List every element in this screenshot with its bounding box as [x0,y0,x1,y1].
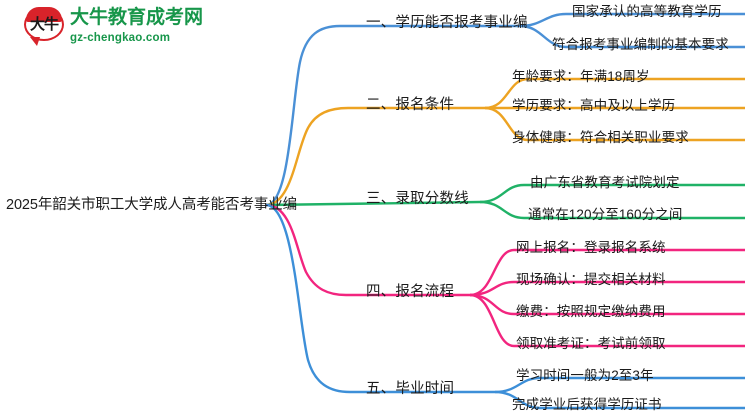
logo-cap-shape [26,7,62,22]
branch-4-fork-4 [469,293,745,348]
branch-connector-4 [265,203,745,348]
branch-label-5: 五、毕业时间 [366,381,455,397]
leaf-label-4-1: 网上报名：登录报名系统 [516,240,666,255]
branch-1-spine [265,24,520,207]
leaf-label-5-2: 完成学业后获得学历证书 [512,397,662,412]
branch-2-fork-3 [484,106,745,142]
logo-site-url: gz-chengkao.com [70,32,171,44]
logo-tail-shape [30,37,40,46]
site-logo: 大牛 大牛教育成考网 gz-chengkao.com [22,6,203,52]
branch-connector-2 [265,77,745,207]
branch-1-fork-bottom [519,24,745,49]
leaf-label-2-1: 年龄要求：年满18周岁 [512,69,650,84]
branch-label-4: 四、报名流程 [366,284,455,300]
branch-connector-5 [265,203,745,410]
branch-connector-1 [265,12,745,207]
leaf-label-4-4: 领取准考证：考试前领取 [516,336,666,351]
branch-label-2: 二、报名条件 [366,97,455,113]
leaf-label-4-3: 缴费：按照规定缴纳费用 [516,304,666,319]
logo-mark-icon: 大牛 [22,7,66,50]
leaf-label-1-1: 国家承认的高等教育学历 [572,4,722,19]
branch-3-fork-bottom [479,200,745,220]
logo-mark-text: 大牛 [29,16,59,33]
leaf-label-2-3: 身体健康：符合相关职业要求 [512,130,689,145]
leaf-label-3-2: 通常在120分至160分之间 [528,207,683,222]
logo-site-name: 大牛教育成考网 [70,7,204,28]
logo-wordmark: 大牛教育成考网 gz-chengkao.com [70,7,203,46]
leaf-label-3-1: 由广东省教育考试院划定 [530,175,680,190]
branch-label-3: 三、录取分数线 [366,191,469,207]
branch-connector-3 [265,183,745,220]
branch-4-fork-1 [469,248,745,297]
mindmap-root-label: 2025年韶关市职工大学成人高考能否考事业编 [6,197,298,213]
branch-5-fork-bottom [494,390,745,410]
leaf-label-4-2: 现场确认：提交相关材料 [516,272,666,287]
leaf-label-5-1: 学习时间一般为2至3年 [516,368,654,383]
branch-4-spine [265,203,470,297]
branch-2-spine [265,106,485,207]
leaf-label-2-2: 学历要求：高中及以上学历 [512,98,676,113]
branch-3-spine [265,200,481,207]
leaf-label-1-2: 符合报考事业编制的基本要求 [552,37,729,52]
branch-label-1: 一、学历能否报考事业编 [366,15,528,31]
branch-5-spine [265,203,495,394]
